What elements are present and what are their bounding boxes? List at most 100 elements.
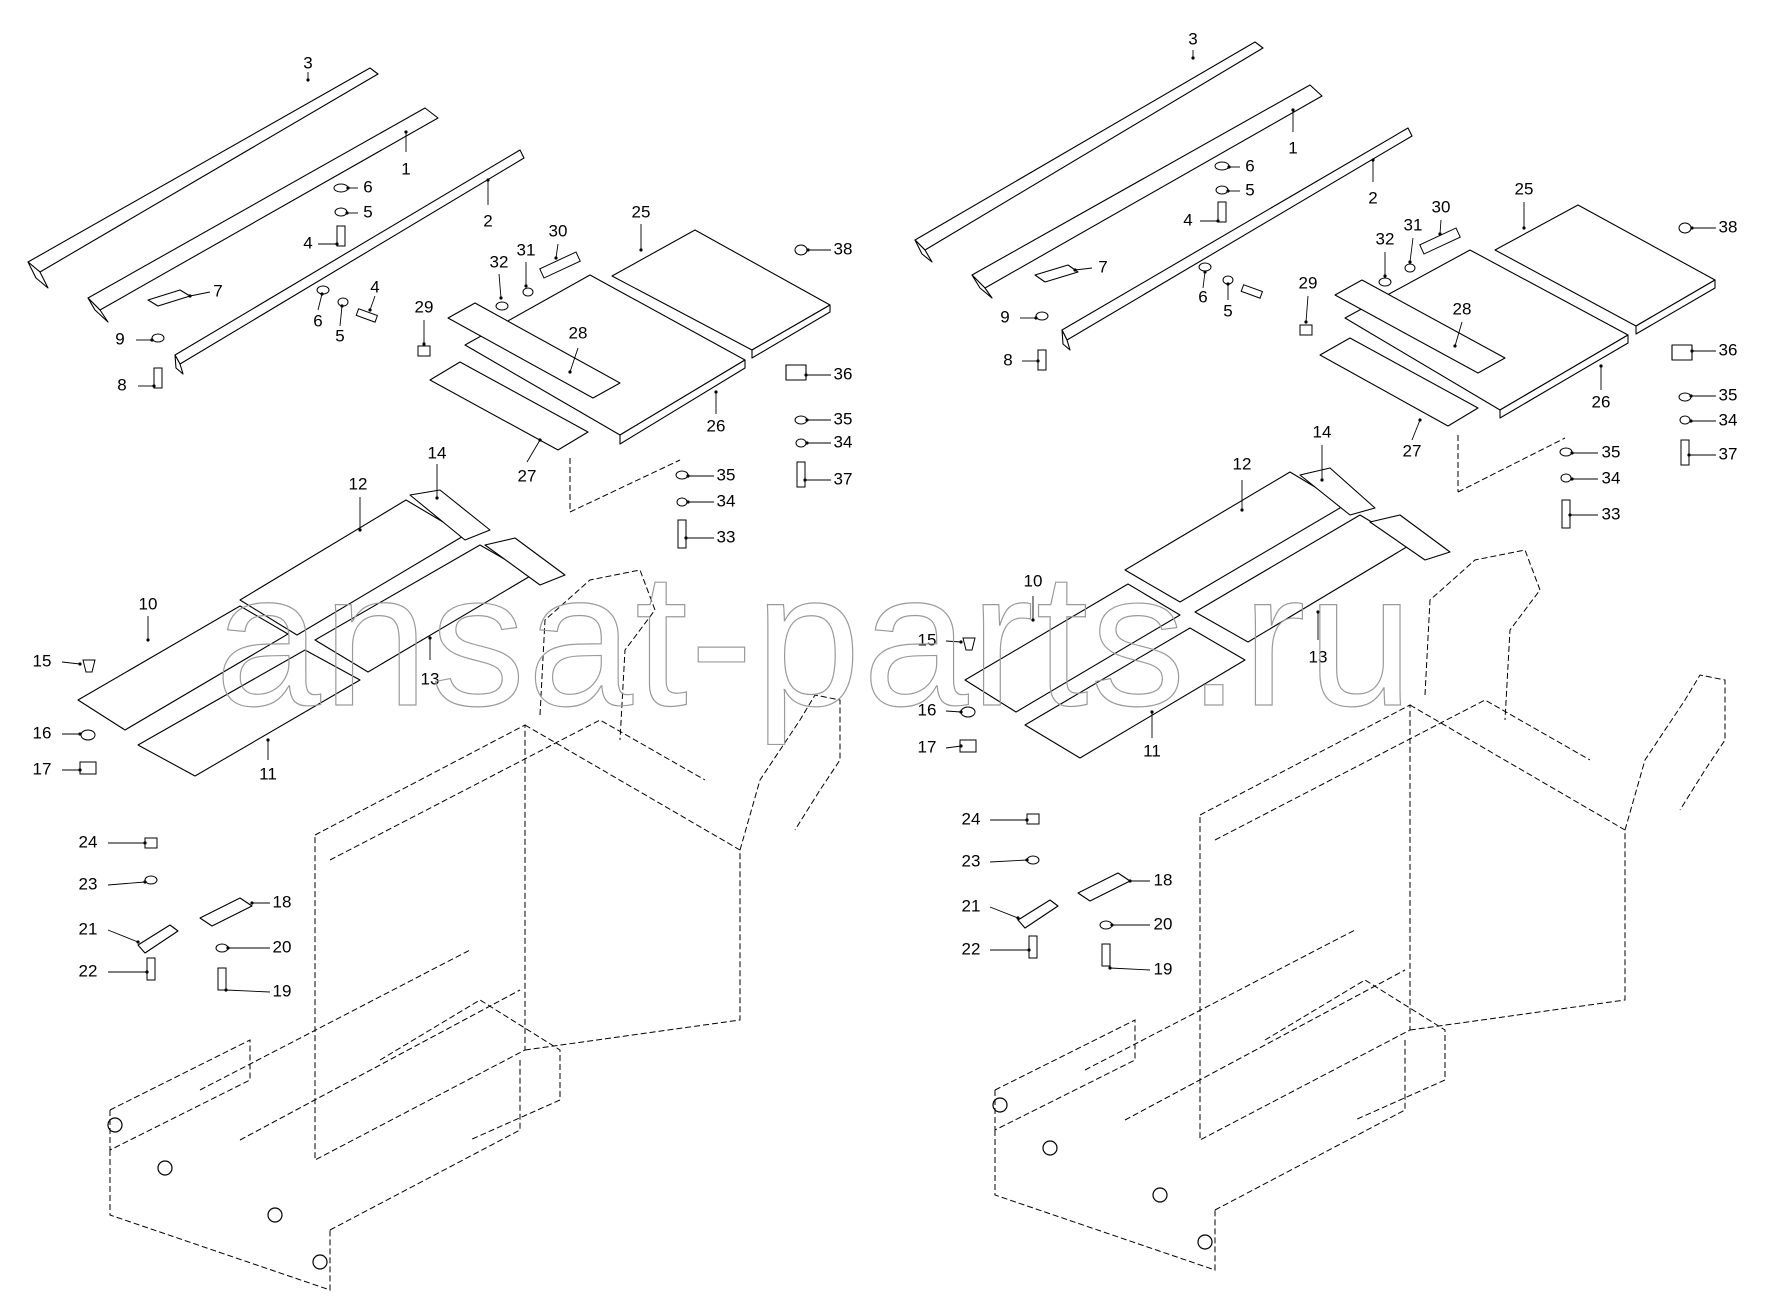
panel-part-25-right (1494, 204, 1716, 335)
right-callout-31: 31 (1404, 215, 1423, 234)
left-callout-11: 11 (259, 764, 277, 783)
right-leader-19 (1109, 967, 1151, 971)
right-leader-dot-32 (1383, 274, 1387, 278)
right-callout-15: 15 (918, 630, 937, 649)
right-callout-17: 17 (918, 737, 937, 756)
right-leader-dot-26 (1599, 364, 1603, 368)
right-leader-dot-35a (1570, 451, 1574, 455)
right-callout-7: 7 (1098, 257, 1107, 276)
right-leader-dot-15 (959, 640, 963, 644)
left-leader-dot-5a (345, 211, 349, 215)
right-callout-12: 12 (1233, 454, 1252, 473)
left-leader-dot-6a (346, 186, 350, 190)
left-callout-38: 38 (834, 239, 853, 258)
left-callout-23: 23 (79, 874, 98, 893)
left-leader-dot-5b (340, 304, 344, 308)
right-callout-38: 38 (1719, 217, 1738, 236)
watermark: ansat-parts.ru (215, 534, 1415, 746)
right-callout-26: 26 (1592, 392, 1611, 411)
right-leader-16 (945, 710, 962, 713)
left-leader-dot-4a (335, 242, 339, 246)
right-callout-4: 4 (1183, 210, 1192, 229)
left-leader-dot-35b (805, 418, 809, 422)
rail-part-3 (27, 67, 379, 289)
hardware-stack-right-panels (1299, 222, 1693, 529)
right-leader-dot-21 (1016, 916, 1020, 920)
left-leader-dot-14 (435, 496, 439, 500)
right-callout-34b: 34 (1719, 410, 1738, 429)
right-callout-3: 3 (1188, 29, 1197, 48)
channel-part-28-right (1334, 279, 1506, 374)
left-leader-dot-6b (320, 292, 324, 296)
left-callout-10: 10 (139, 594, 158, 613)
right-callout-35b: 35 (1719, 385, 1738, 404)
right-callout-14: 14 (1313, 422, 1332, 441)
left-leader-dot-34b (805, 441, 809, 445)
left-leader-dot-33 (684, 536, 688, 540)
hardware-stack-33-34-35-37-38 (675, 244, 808, 549)
left-callout-5a: 5 (363, 202, 372, 221)
left-callout-25: 25 (632, 202, 651, 221)
right-leader-dot-29 (1304, 320, 1308, 324)
right-callout-11: 11 (1143, 741, 1161, 760)
left-leader-dot-26 (714, 390, 718, 394)
right-callout-1: 1 (1288, 138, 1297, 157)
right-leader-17 (945, 745, 962, 749)
bracket-part-7-right (1034, 264, 1079, 283)
left-callout-4b: 4 (370, 277, 379, 296)
left-callout-33: 33 (717, 527, 736, 546)
right-leader-7 (1074, 267, 1093, 271)
right-callout-16: 16 (918, 700, 937, 719)
right-leader-15 (945, 640, 962, 643)
left-leader-dot-13 (428, 636, 432, 640)
right-callout-24: 24 (962, 809, 981, 828)
right-leader-dot-19 (1108, 966, 1112, 970)
left-callout-14: 14 (428, 443, 447, 462)
left-leader-5b (339, 305, 343, 327)
right-callout-23: 23 (962, 851, 981, 870)
hardware-stack-4-5-6-upper (333, 183, 349, 247)
right-leader-29 (1305, 295, 1309, 323)
left-leader-dot-23 (143, 880, 147, 884)
left-leader-dot-28 (568, 370, 572, 374)
left-callout-1: 1 (401, 159, 410, 178)
left-callout-15: 15 (33, 651, 52, 670)
right-leader-28 (1454, 321, 1463, 347)
left-leader-dot-22 (145, 970, 149, 974)
left-assembly (27, 67, 841, 1291)
channel-part-27 (429, 361, 589, 451)
left-leader-dot-4b (368, 308, 372, 312)
right-leader-dot-35b (1689, 394, 1693, 398)
left-callout-6a: 6 (363, 177, 372, 196)
rail-part-3-right (914, 41, 1264, 263)
left-leader-dot-3 (306, 78, 310, 82)
right-leader-dot-37 (1687, 453, 1691, 457)
right-leader-dot-33 (1568, 513, 1572, 517)
right-leader-dot-10 (1031, 618, 1035, 622)
right-leader-dot-23 (1025, 858, 1029, 862)
panel-part-26 (464, 274, 746, 445)
right-leader-dot-27 (1418, 418, 1422, 422)
left-leader-6b (317, 293, 323, 311)
left-callouts: 1234455667891011121314151617181920212223… (33, 53, 853, 1000)
right-leader-dot-13 (1316, 610, 1320, 614)
left-callout-30: 30 (549, 221, 568, 240)
rail-part-2 (174, 149, 525, 375)
panel-part-26-right (1344, 249, 1629, 419)
right-leader-dot-25 (1522, 226, 1526, 230)
left-callout-29: 29 (415, 297, 434, 316)
bracket-part-18 (199, 897, 253, 927)
right-callout-9: 9 (1000, 307, 1009, 326)
left-callout-16: 16 (33, 723, 52, 742)
right-callout-5b: 5 (1223, 301, 1232, 320)
left-leader-dot-8 (152, 384, 156, 388)
left-callout-4a: 4 (303, 233, 312, 252)
left-leader-dot-38 (806, 248, 810, 252)
left-leader-dot-17 (78, 768, 82, 772)
right-leader-31 (1409, 237, 1414, 263)
channel-part-28 (447, 302, 621, 399)
left-leader-dot-30 (554, 256, 558, 260)
right-leader-dot-9 (1034, 316, 1038, 320)
left-callout-2: 2 (483, 211, 492, 230)
